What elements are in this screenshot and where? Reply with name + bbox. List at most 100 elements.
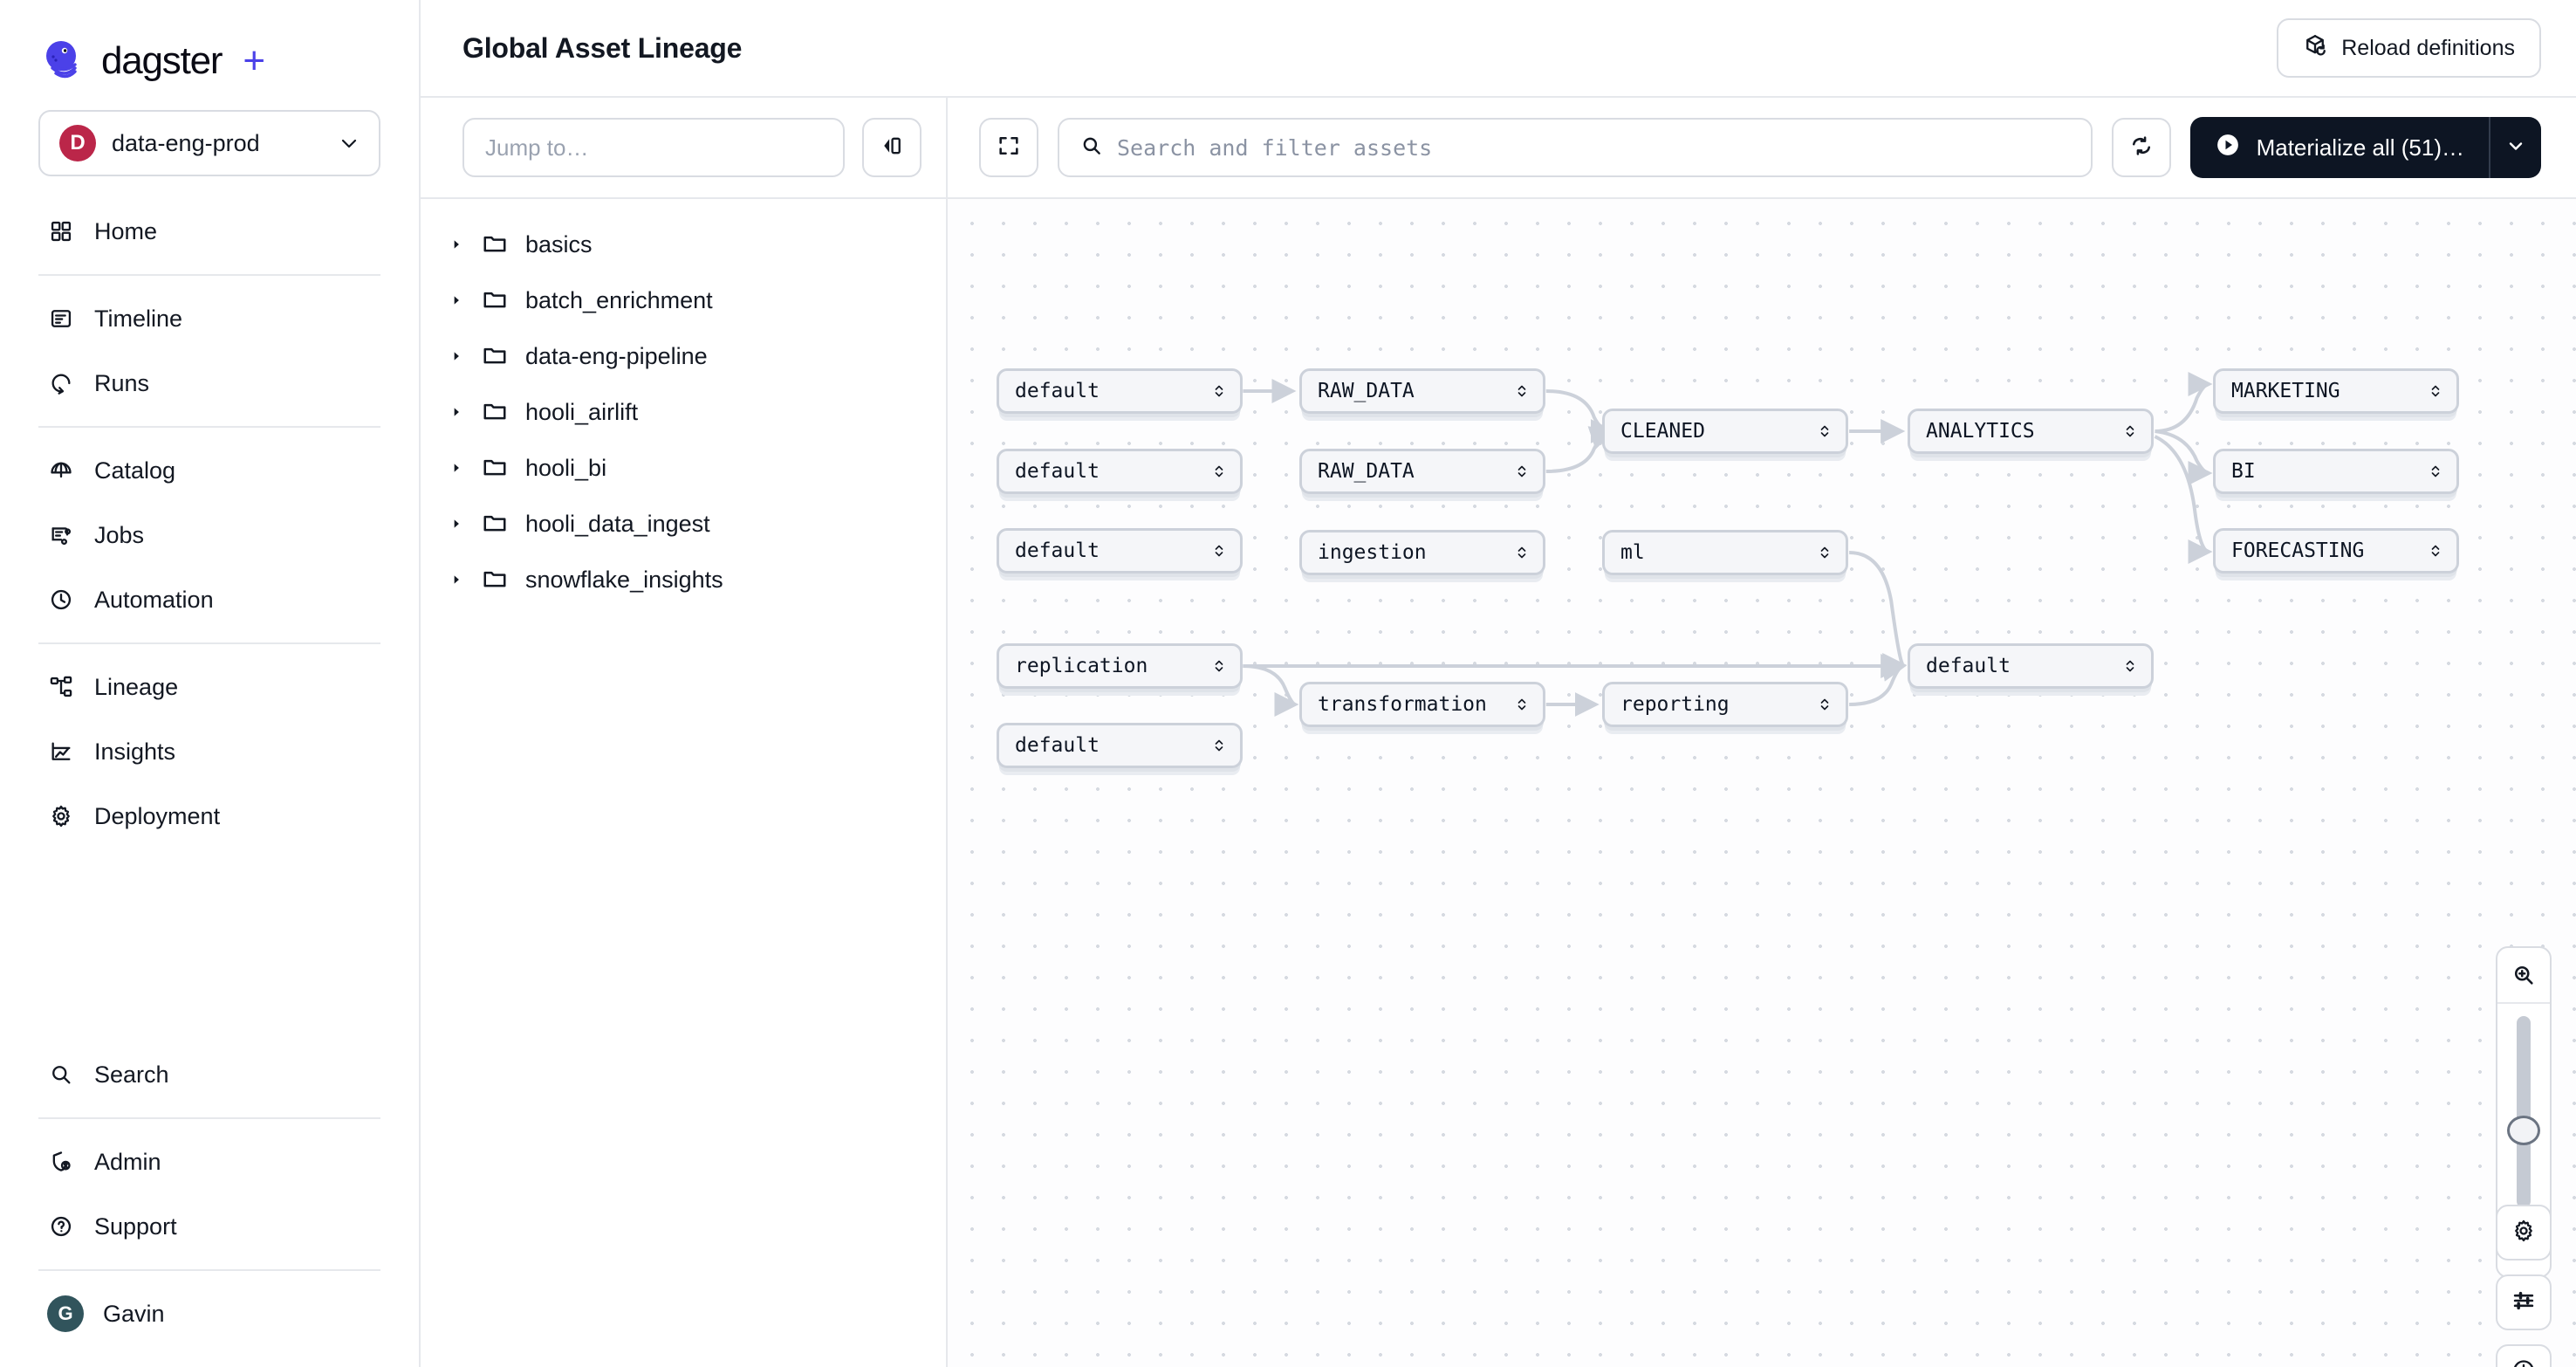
deployment-selector[interactable]: D data-eng-prod (38, 110, 380, 176)
asset-node[interactable]: replication (997, 643, 1243, 689)
lineage-icon (47, 673, 75, 701)
sidebar-item-admin[interactable]: Admin (38, 1130, 380, 1194)
sidebar-item-catalog[interactable]: Catalog (38, 438, 380, 503)
folder-icon (482, 510, 510, 538)
brand-logo[interactable]: dagster + (0, 0, 419, 91)
tree-item[interactable]: batch_enrichment (421, 272, 946, 328)
chevron-updown-icon[interactable] (1515, 545, 1529, 560)
asset-node[interactable]: default (997, 449, 1243, 494)
main-area: Global Asset Lineage Reload definitions (421, 0, 2576, 1367)
tree-item[interactable]: snowflake_insights (421, 552, 946, 608)
chevron-right-icon[interactable] (447, 458, 466, 477)
asset-search-field[interactable]: Search and filter assets (1058, 118, 2093, 177)
sidebar-item-home[interactable]: Home (38, 199, 380, 264)
materialize-dropdown-button[interactable] (2490, 117, 2541, 178)
chevron-right-icon[interactable] (447, 570, 466, 589)
collapse-panel-button[interactable] (862, 118, 921, 177)
materialize-all-button[interactable]: Materialize all (51)… (2189, 117, 2541, 178)
reload-definitions-button[interactable]: Reload definitions (2277, 18, 2541, 78)
zoom-slider[interactable] (2497, 1004, 2550, 1220)
chevron-updown-icon[interactable] (1515, 383, 1529, 399)
sidebar-item-label: Jobs (94, 521, 145, 548)
asset-node[interactable]: RAW_DATA (1299, 449, 1545, 494)
tree-item[interactable]: basics (421, 216, 946, 272)
tree-item[interactable]: hooli_data_ingest (421, 496, 946, 552)
sidebar-item-timeline[interactable]: Timeline (38, 286, 380, 351)
sidebar-item-deployment[interactable]: Deployment (38, 784, 380, 848)
asset-node-label: default (1015, 734, 1100, 757)
chevron-updown-icon[interactable] (1212, 383, 1226, 399)
gear-icon (2511, 1219, 2536, 1247)
asset-node[interactable]: FORECASTING (2213, 528, 2459, 574)
asset-node[interactable]: BI (2213, 449, 2459, 494)
sidebar-item-runs[interactable]: Runs (38, 351, 380, 416)
top-header: Global Asset Lineage Reload definitions (421, 0, 2576, 98)
asset-group-tree: basics batch_enrichment data-eng-pipelin… (421, 199, 948, 1367)
asset-node[interactable]: default (1908, 643, 2154, 689)
chevron-updown-icon[interactable] (1212, 658, 1226, 674)
chevron-updown-icon[interactable] (1818, 697, 1832, 712)
asset-node[interactable]: ingestion (1299, 530, 1545, 575)
graph-filters-button[interactable] (2496, 1274, 2552, 1330)
dagster-logo-icon (38, 37, 87, 86)
asset-node[interactable]: default (997, 723, 1243, 768)
asset-node-label: BI (2231, 460, 2256, 483)
sidebar-item-label: Runs (94, 369, 150, 396)
chevron-updown-icon[interactable] (1515, 697, 1529, 712)
refresh-button[interactable] (2111, 118, 2171, 177)
asset-node-label: default (1015, 539, 1100, 562)
chevron-right-icon[interactable] (447, 291, 466, 310)
asset-node[interactable]: ANALYTICS (1908, 409, 2154, 454)
sidebar-item-jobs[interactable]: Jobs (38, 503, 380, 567)
chevron-updown-icon[interactable] (1212, 738, 1226, 753)
asset-node[interactable]: CLEANED (1602, 409, 1848, 454)
asset-node-label: replication (1015, 655, 1148, 677)
chevron-updown-icon[interactable] (2123, 658, 2137, 674)
tree-item[interactable]: hooli_bi (421, 440, 946, 496)
zoom-slider-thumb[interactable] (2507, 1116, 2540, 1145)
sidebar-item-label: Support (94, 1212, 177, 1240)
chevron-updown-icon[interactable] (2123, 423, 2137, 439)
chevron-right-icon[interactable] (447, 235, 466, 254)
asset-node[interactable]: MARKETING (2213, 368, 2459, 414)
sidebar-item-automation[interactable]: Automation (38, 567, 380, 632)
chevron-right-icon[interactable] (447, 402, 466, 422)
asset-node[interactable]: transformation (1299, 682, 1545, 727)
chevron-updown-icon[interactable] (1212, 543, 1226, 559)
asset-lineage-graph[interactable]: default RAW_DATA default RAW_DATA CLEANE… (948, 199, 2576, 1367)
chevron-updown-icon[interactable] (1818, 545, 1832, 560)
chevron-updown-icon[interactable] (2429, 383, 2442, 399)
sidebar-item-lineage[interactable]: Lineage (38, 655, 380, 719)
chevron-right-icon[interactable] (447, 514, 466, 533)
sidebar-item-insights[interactable]: Insights (38, 719, 380, 784)
asset-node[interactable]: default (997, 368, 1243, 414)
tree-item-label: hooli_data_ingest (525, 510, 710, 537)
graph-settings-button[interactable] (2496, 1205, 2552, 1261)
chevron-updown-icon[interactable] (1818, 423, 1832, 439)
sidebar-item-user[interactable]: G Gavin (38, 1281, 380, 1346)
nav-separator (38, 1117, 380, 1119)
asset-node-label: FORECASTING (2231, 539, 2365, 562)
asset-node-label: default (1926, 655, 2011, 677)
tree-item[interactable]: hooli_airlift (421, 384, 946, 440)
chevron-updown-icon[interactable] (2429, 464, 2442, 479)
chevron-updown-icon[interactable] (1212, 464, 1226, 479)
asset-node[interactable]: default (997, 528, 1243, 574)
jump-to-input[interactable] (462, 118, 845, 177)
tree-item-label: hooli_airlift (525, 398, 639, 425)
sidebar-item-search[interactable]: Search (38, 1042, 380, 1107)
zoom-in-button[interactable] (2497, 948, 2550, 1002)
asset-node[interactable]: ml (1602, 530, 1848, 575)
chevron-updown-icon[interactable] (2429, 543, 2442, 559)
asset-node[interactable]: reporting (1602, 682, 1848, 727)
play-icon (2215, 132, 2241, 164)
tree-item[interactable]: data-eng-pipeline (421, 328, 946, 384)
asset-node[interactable]: RAW_DATA (1299, 368, 1545, 414)
materialize-main[interactable]: Materialize all (51)… (2190, 117, 2490, 178)
graph-download-button[interactable] (2496, 1344, 2552, 1367)
sidebar-item-support[interactable]: Support (38, 1194, 380, 1259)
chevron-updown-icon[interactable] (1515, 464, 1529, 479)
nav-separator (38, 1269, 380, 1271)
chevron-right-icon[interactable] (447, 347, 466, 366)
fullscreen-button[interactable] (979, 118, 1038, 177)
